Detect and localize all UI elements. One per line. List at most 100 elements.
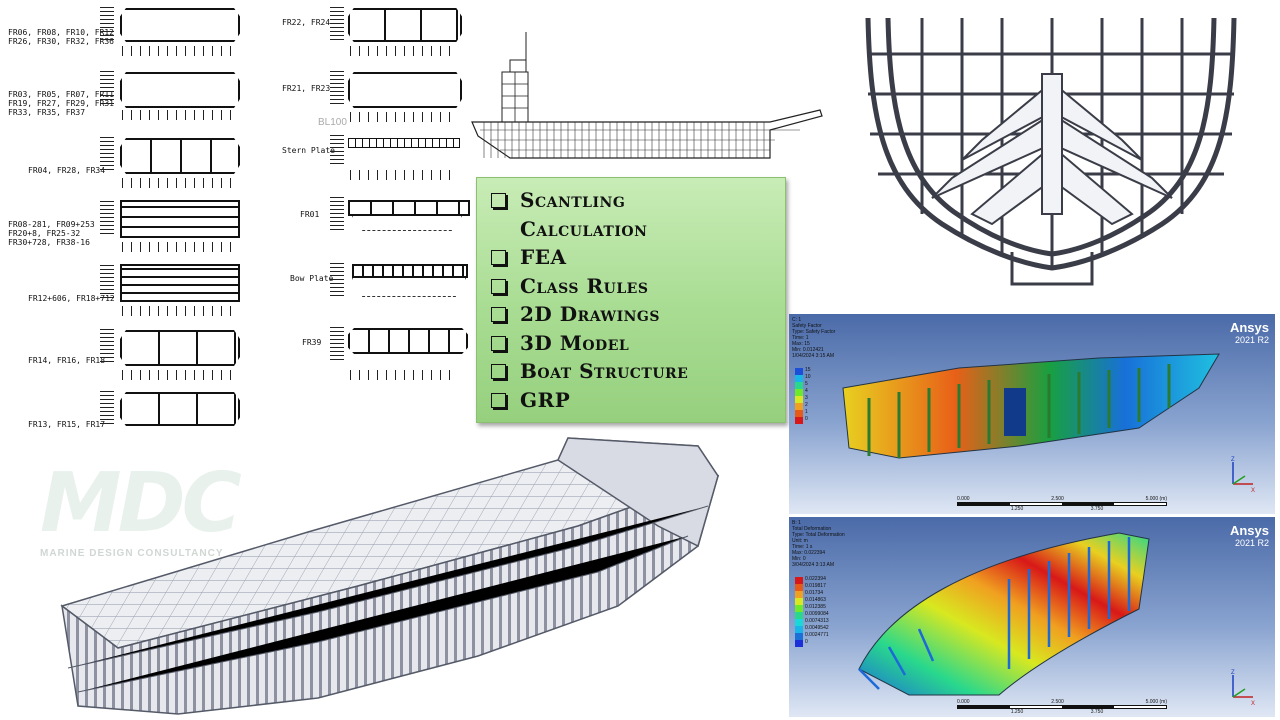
section-label: Stern Plate (282, 146, 335, 155)
section-scale (330, 70, 344, 104)
checkbox-bullet-icon (491, 278, 506, 294)
section-ticks (122, 242, 234, 252)
frame-section (120, 72, 240, 108)
service-label: 2D Drawings (520, 302, 661, 326)
section-ticks (350, 46, 458, 56)
checkbox-bullet-icon (491, 335, 506, 351)
section-label: FR12+606, FR18+712 (28, 294, 115, 303)
checkbox-bullet-icon (491, 193, 506, 208)
section-label: Bow Plate (290, 274, 334, 283)
frame-section (348, 8, 462, 42)
section-ticks (122, 110, 234, 120)
section-scale (100, 6, 114, 40)
service-item: GRP (489, 386, 785, 415)
color-legend (795, 577, 803, 647)
service-item: Boat Structure (489, 357, 785, 386)
axis-triad-icon: Z X (1231, 670, 1255, 707)
frame-section (120, 392, 240, 426)
section-label: FR04, FR28, FR34 (28, 166, 106, 175)
frame-section (352, 264, 468, 278)
logo-letters: MDC (40, 456, 242, 551)
service-label: Boat Structure (520, 359, 689, 383)
section-label: FR14, FR16, FR18 (28, 356, 106, 365)
section-scale (100, 328, 114, 362)
frame-section (120, 200, 240, 238)
service-label: 3D Model (520, 330, 630, 355)
svg-text:Z: Z (1231, 670, 1235, 676)
svg-text:Z: Z (1231, 457, 1235, 463)
section-ticks (350, 112, 458, 122)
section-ticks (122, 306, 234, 316)
bow-frame-model (865, 17, 1237, 286)
section-scale (100, 70, 114, 104)
section-scale (100, 262, 114, 298)
service-label: FEA (520, 245, 567, 269)
service-label: Class Rules (520, 273, 649, 298)
frame-section (348, 138, 460, 148)
color-legend (795, 368, 803, 424)
logo-tagline: MARINE DESIGN CONSULTANCY (40, 548, 224, 559)
section-ticks (350, 370, 458, 380)
frame-section (348, 72, 462, 108)
checkbox-bullet-icon (491, 250, 506, 265)
frame-section (348, 328, 468, 354)
section-scale (100, 390, 114, 424)
section-label: FR21, FR23 (282, 84, 331, 93)
service-item: Scantling Calculation (489, 186, 785, 243)
section-outline (352, 278, 466, 297)
section-scale (330, 6, 344, 40)
section-ticks (350, 170, 458, 180)
section-label: FR01 (300, 210, 320, 219)
section-outline (352, 216, 462, 231)
section-ticks (122, 46, 234, 56)
svg-text:X: X (1251, 701, 1255, 707)
service-item: Class Rules (489, 272, 785, 301)
services-list: Scantling Calculation FEA Class Rules 2D… (477, 178, 785, 414)
frame-section (120, 8, 240, 42)
service-label: Scantling Calculation (520, 188, 648, 241)
frame-section (120, 330, 240, 366)
service-item: 3D Model (489, 329, 785, 358)
section-scale (330, 262, 344, 296)
frame-section (120, 264, 240, 302)
section-label: FR39 (302, 338, 322, 347)
svg-text:X: X (1251, 488, 1255, 494)
fea-safety-factor-model (842, 353, 1220, 459)
checkbox-bullet-icon (491, 307, 506, 322)
section-scale (330, 196, 344, 230)
hull-profile-drawing (471, 32, 823, 159)
fea-deformation-model (858, 532, 1150, 696)
hull-3d-model (60, 437, 720, 715)
axis-triad-icon: Z X (1231, 457, 1255, 494)
frame-section (120, 138, 240, 174)
section-label: FR22, FR24 (282, 18, 331, 27)
services-card: Scantling Calculation FEA Class Rules 2D… (476, 177, 786, 423)
company-logo: MDC MARINE DESIGN CONSULTANCY (40, 456, 242, 562)
profile-label: BL100 (318, 117, 347, 128)
section-scale (330, 134, 344, 164)
section-label: FR13, FR15, FR17 (28, 420, 106, 429)
section-ticks (122, 370, 234, 380)
section-ticks (122, 178, 234, 188)
service-label: GRP (520, 387, 571, 412)
service-item: FEA (489, 243, 785, 272)
section-scale (100, 136, 114, 170)
checkbox-bullet-icon (491, 392, 506, 408)
service-item: 2D Drawings (489, 300, 785, 329)
checkbox-bullet-icon (491, 364, 506, 379)
frame-section (348, 200, 470, 216)
section-scale (330, 326, 344, 360)
